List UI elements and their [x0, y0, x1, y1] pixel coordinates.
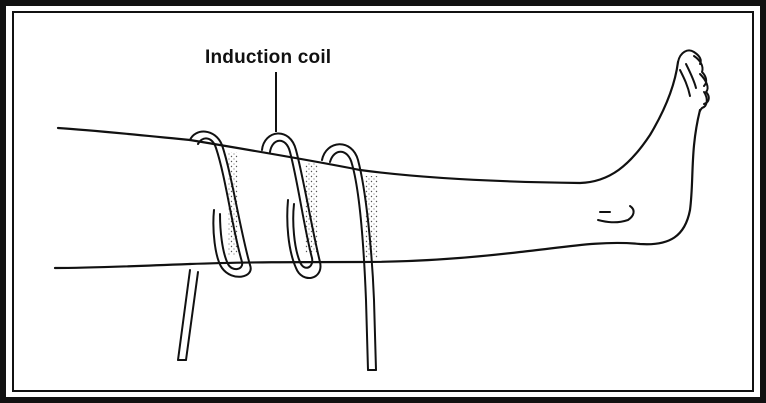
outer-border [3, 3, 763, 400]
induction-coil-label: Induction coil [205, 47, 331, 69]
coil-shading [228, 152, 378, 258]
inner-border [13, 12, 753, 391]
